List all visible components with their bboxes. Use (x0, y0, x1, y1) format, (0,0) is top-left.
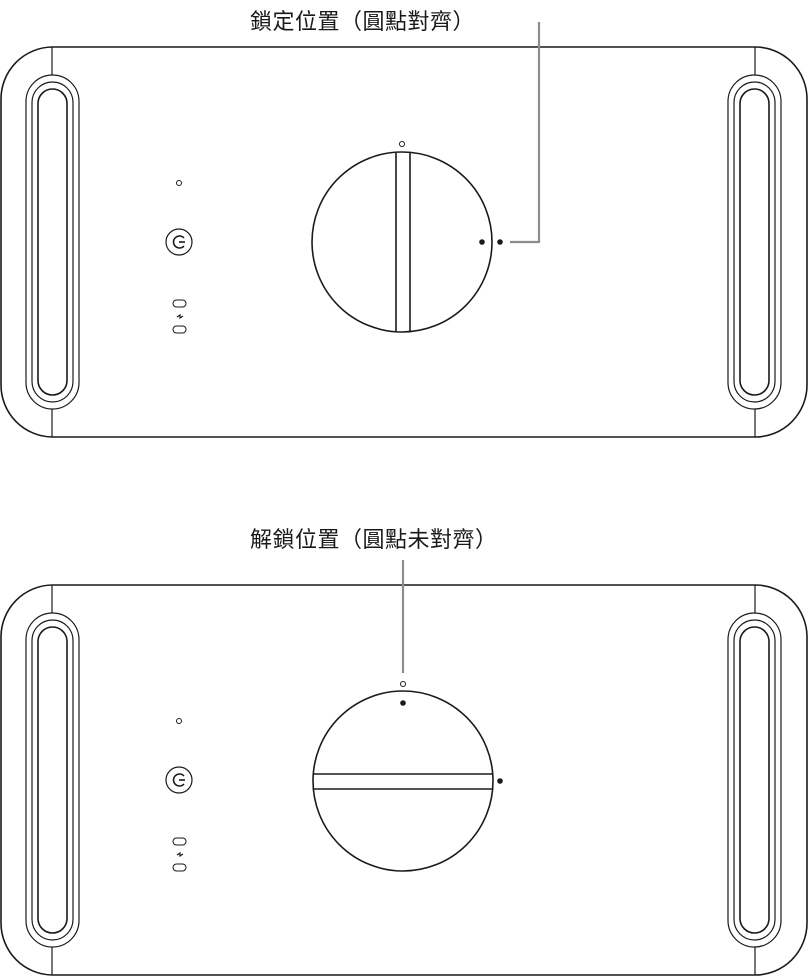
locked-leader-line (510, 22, 541, 244)
locked-position-caption: 鎖定位置（圓點對齊） (250, 10, 476, 35)
lock-latch-icon-unlocked (312, 681, 503, 872)
lock-latch-icon-locked (311, 141, 503, 333)
locked-panel (0, 46, 808, 438)
unlocked-position-caption: 解鎖位置（圓點未對齊） (250, 528, 498, 553)
